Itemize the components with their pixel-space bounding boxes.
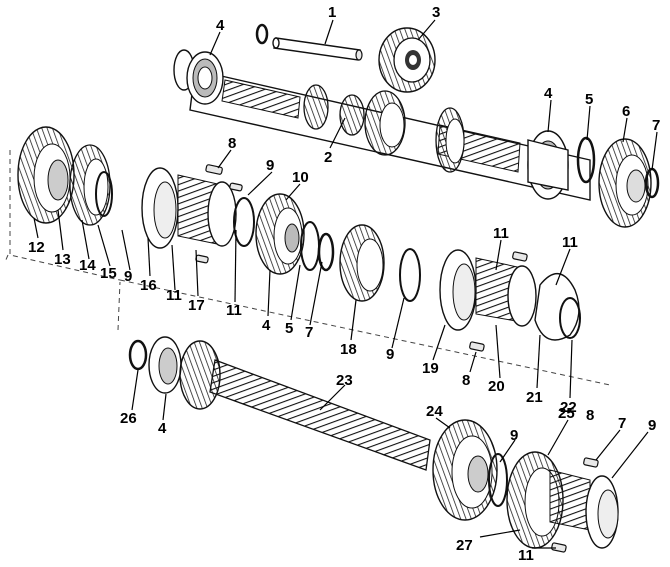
gear-25 xyxy=(506,451,619,549)
callout-18: 18 xyxy=(340,341,357,358)
synchro-hub-16-17 xyxy=(141,167,255,249)
callout-27: 27 xyxy=(456,537,473,554)
retainer-plate-21-22 xyxy=(534,273,581,341)
washer-26 xyxy=(128,339,148,371)
gear-cluster-2 xyxy=(303,84,465,173)
callout-8a: 8 xyxy=(228,135,236,152)
callout-9e: 9 xyxy=(648,417,656,434)
callout-8c: 8 xyxy=(586,407,594,424)
callout-4a: 4 xyxy=(216,17,225,34)
output-shaft-23 xyxy=(209,359,431,471)
callout-11e: 11 xyxy=(518,547,534,564)
bearing-left xyxy=(173,49,224,105)
leader-lines xyxy=(33,19,658,549)
callout-11c: 11 xyxy=(493,225,509,242)
middle-shaft-assembly xyxy=(17,126,581,352)
callout-7b: 7 xyxy=(305,324,313,341)
callout-9c: 9 xyxy=(386,346,394,363)
callout-13: 13 xyxy=(54,251,71,268)
synchro-hub-19-20 xyxy=(439,249,537,331)
bearing-bottom xyxy=(148,336,182,394)
gear-10 xyxy=(255,193,335,275)
snap-ring xyxy=(255,23,269,45)
gear-3 xyxy=(378,27,436,93)
callout-25: 25 xyxy=(558,405,575,422)
top-shaft-assembly xyxy=(173,23,660,228)
key-8g xyxy=(551,542,567,553)
gear-18 xyxy=(339,224,421,302)
callout-23: 23 xyxy=(336,372,353,389)
callout-9d: 9 xyxy=(510,427,518,444)
callout-7c: 7 xyxy=(618,415,626,432)
gear-24 xyxy=(432,419,508,521)
callout-11a: 11 xyxy=(166,287,182,304)
gear-6 xyxy=(598,138,652,228)
callout-7a: 7 xyxy=(652,117,660,134)
callout-labels: 1 2 3 4 4 4 4 5 5 6 7 7 7 8 8 8 9 9 9 9 … xyxy=(28,4,660,564)
callout-2: 2 xyxy=(324,149,332,166)
bearing-right xyxy=(527,130,569,200)
key-8e xyxy=(195,254,209,264)
callout-11b: 11 xyxy=(226,302,242,319)
callout-4b: 4 xyxy=(544,85,553,102)
callout-8b: 8 xyxy=(462,372,470,389)
callout-16: 16 xyxy=(140,277,157,294)
dashed-frame xyxy=(4,150,611,386)
callout-12: 12 xyxy=(28,239,45,256)
pin-shaft xyxy=(272,37,363,61)
callout-6: 6 xyxy=(622,103,630,120)
callout-5b: 5 xyxy=(285,320,293,337)
circlip-5 xyxy=(576,136,596,184)
key-8f xyxy=(583,457,599,468)
callout-3: 3 xyxy=(432,4,440,21)
callout-9a: 9 xyxy=(266,157,274,174)
key-8b xyxy=(229,182,243,192)
callout-4c: 4 xyxy=(262,317,271,334)
callout-15: 15 xyxy=(100,265,117,282)
callout-19: 19 xyxy=(422,360,439,377)
callout-22: 22 xyxy=(560,399,577,416)
callout-21: 21 xyxy=(526,389,543,406)
callout-9b: 9 xyxy=(124,268,132,285)
callout-11d: 11 xyxy=(562,234,578,251)
callout-5a: 5 xyxy=(585,91,593,108)
bottom-shaft-assembly xyxy=(128,336,619,553)
callout-4d: 4 xyxy=(158,420,167,437)
callout-14: 14 xyxy=(79,257,96,274)
callout-17: 17 xyxy=(188,297,205,314)
callout-20: 20 xyxy=(488,378,505,395)
callout-1: 1 xyxy=(328,4,336,21)
key-8d xyxy=(512,251,528,262)
gear-stack-12-15 xyxy=(17,126,113,226)
callout-10: 10 xyxy=(292,169,309,186)
callout-26: 26 xyxy=(120,410,137,427)
key-8c xyxy=(469,341,485,352)
callout-24: 24 xyxy=(426,403,443,420)
